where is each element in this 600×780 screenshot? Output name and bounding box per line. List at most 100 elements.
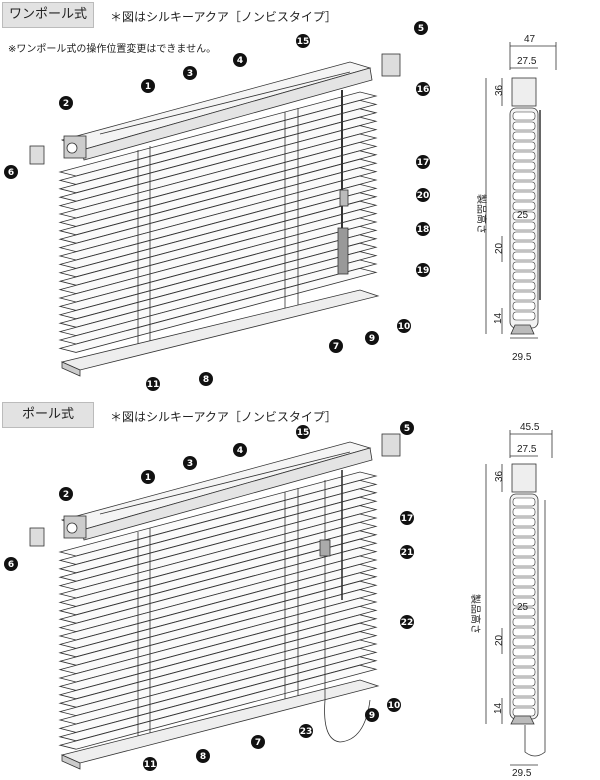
slat: [58, 150, 378, 236]
slat: [58, 530, 378, 616]
callout-marker: [4, 165, 18, 179]
callout-marker: [183, 66, 197, 80]
slat: [58, 605, 378, 691]
slat: [58, 505, 378, 591]
callout-label: 1: [145, 82, 151, 92]
side-slat: [512, 497, 536, 507]
slat: [58, 259, 378, 345]
side-slat: [512, 617, 536, 627]
slat: [58, 664, 378, 750]
side-slat: [512, 627, 536, 637]
slat: [58, 572, 378, 658]
callout-marker: [387, 698, 401, 712]
slat: [58, 513, 378, 599]
dim-bottom-width-one-pole: 29.5: [512, 352, 532, 363]
dim-head-height-pole: 36: [494, 470, 505, 482]
dim-pitch-one-pole: 20: [494, 242, 505, 254]
side-slat: [512, 141, 536, 151]
side-slat: [512, 667, 536, 677]
callout-marker: [296, 425, 310, 439]
side-slat: [512, 647, 536, 657]
callout-marker: [365, 331, 379, 345]
slat: [58, 234, 378, 320]
callout-label: 8: [200, 752, 206, 762]
blind-pole: [29, 433, 401, 770]
slat: [58, 116, 378, 202]
slat: [58, 158, 378, 244]
callout-marker: [416, 188, 430, 202]
slat: [58, 133, 378, 219]
side-slat: [512, 517, 536, 527]
callout-marker: [251, 735, 265, 749]
slat: [58, 471, 378, 557]
slat: [58, 647, 378, 733]
slat: [58, 614, 378, 700]
side-slat: [512, 121, 536, 131]
side-view-one-pole: [485, 42, 557, 339]
side-slat: [512, 557, 536, 567]
callout-label: 17: [417, 158, 430, 168]
dim-bottom-rail-pole: 14: [493, 702, 504, 714]
side-slat: [512, 657, 536, 667]
side-slat: [512, 697, 536, 707]
callout-marker: [59, 487, 73, 501]
callout-label: 1: [145, 473, 151, 483]
callout-label: 15: [297, 428, 310, 438]
callout-label: 7: [255, 738, 261, 748]
callout-marker: [233, 53, 247, 67]
side-slat: [512, 567, 536, 577]
callout-marker: [143, 757, 157, 771]
slat: [58, 538, 378, 624]
callout-label: 17: [401, 514, 414, 524]
slat: [58, 175, 378, 261]
dim-head-depth-pole: 27.5: [517, 444, 537, 455]
side-slat: [512, 191, 536, 201]
callout-marker: [296, 34, 310, 48]
slat: [58, 125, 378, 211]
callout-label: 9: [369, 334, 375, 344]
dim-head-depth-one-pole: 27.5: [517, 56, 537, 67]
slat: [58, 242, 378, 328]
callout-marker: [233, 443, 247, 457]
callout-marker: [416, 263, 430, 277]
side-slat: [512, 171, 536, 181]
side-slat: [512, 261, 536, 271]
dim-bottom-width-pole: 29.5: [512, 768, 532, 779]
slat: [58, 496, 378, 582]
side-slat: [512, 687, 536, 697]
side-slat: [512, 161, 536, 171]
slat: [58, 631, 378, 717]
section-subnote-one-pole: ※ワンポール式の操作位置変更はできません。: [8, 44, 217, 55]
dim-bottom-rail-one-pole: 14: [493, 312, 504, 324]
side-slat: [512, 211, 536, 221]
section-note-pole: ＊図はシルキーアクア［ノンビスタイプ］: [110, 410, 337, 424]
side-slat: [512, 587, 536, 597]
callout-marker: [4, 557, 18, 571]
side-slat: [512, 547, 536, 557]
slat: [58, 563, 378, 649]
dim-product-height-one-pole: 製品高さ: [475, 194, 488, 234]
slat: [58, 108, 378, 194]
callout-marker: [183, 456, 197, 470]
slat: [58, 183, 378, 269]
slat: [58, 251, 378, 337]
slat: [58, 622, 378, 708]
slat: [58, 217, 378, 303]
callout-label: 4: [237, 446, 243, 456]
slat: [58, 267, 378, 353]
slat: [58, 99, 378, 185]
callout-marker: [199, 372, 213, 386]
side-slat: [512, 301, 536, 311]
callout-marker: [397, 319, 411, 333]
slat: [58, 521, 378, 607]
side-slat: [512, 707, 536, 717]
callout-label: 11: [147, 380, 160, 390]
slat: [58, 639, 378, 725]
dim-product-height-pole: 製品高さ: [469, 594, 482, 634]
slat: [58, 580, 378, 666]
slat: [58, 209, 378, 295]
dim-slat-pole: 25: [517, 602, 529, 613]
callout-marker: [196, 749, 210, 763]
callout-marker: [329, 339, 343, 353]
slat: [58, 589, 378, 675]
